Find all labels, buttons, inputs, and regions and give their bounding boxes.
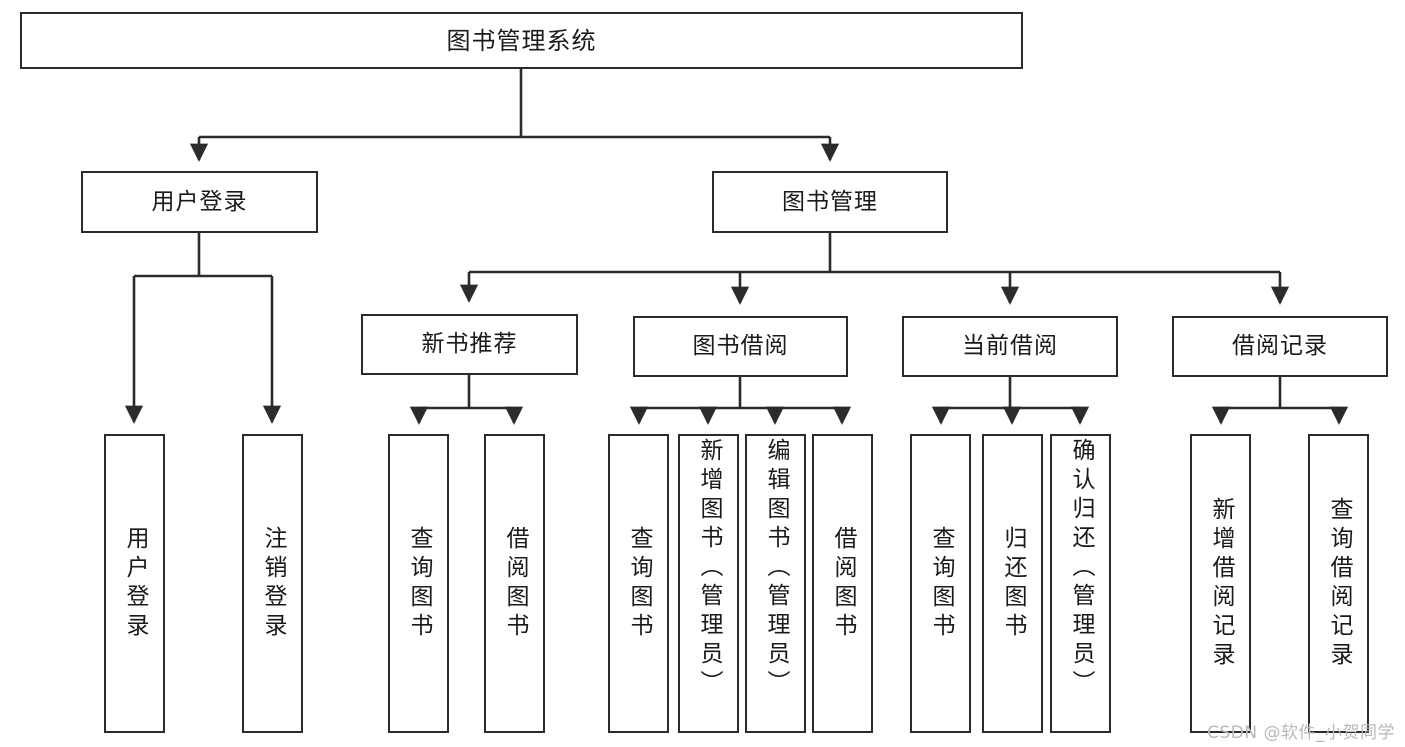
node-label: 用户登录 — [122, 525, 148, 642]
node-label: 图书管理 — [782, 188, 878, 215]
leaf-user-login-signout[interactable]: 注销登录 — [242, 434, 303, 733]
leaf-new-book-query-books[interactable]: 查询图书 — [388, 434, 449, 733]
leaf-new-book-borrow-books[interactable]: 借阅图书 — [484, 434, 545, 733]
node-label: 新增图书（管理员） — [696, 438, 722, 699]
node-label: 图书借阅 — [692, 333, 789, 359]
node-label: 确认归还（管理员） — [1068, 438, 1094, 699]
leaf-current-borrow-query-books[interactable]: 查询图书 — [910, 434, 971, 733]
csdn-watermark: CSDN @软件_小贺同学 — [1207, 723, 1395, 743]
node-book-management-system[interactable]: 图书管理系统 — [20, 12, 1023, 69]
node-current-borrowing[interactable]: 当前借阅 — [902, 316, 1118, 377]
node-label: 注销登录 — [260, 525, 286, 642]
node-book-borrowing[interactable]: 图书借阅 — [633, 316, 848, 377]
leaf-borrow-record-query-record[interactable]: 查询借阅记录 — [1308, 434, 1369, 733]
node-label: 用户登录 — [151, 188, 248, 215]
leaf-current-borrow-confirm-return-admin[interactable]: 确认归还（管理员） — [1050, 434, 1111, 733]
leaf-book-borrow-borrow-books[interactable]: 借阅图书 — [812, 434, 873, 733]
leaf-book-borrow-query-books[interactable]: 查询图书 — [608, 434, 669, 733]
node-label: 查询借阅记录 — [1326, 496, 1352, 671]
node-label: 新书推荐 — [421, 331, 518, 357]
node-user-login[interactable]: 用户登录 — [81, 171, 318, 233]
node-label: 借阅记录 — [1232, 333, 1328, 359]
node-book-management[interactable]: 图书管理 — [712, 171, 948, 233]
node-label: 查询图书 — [928, 525, 954, 642]
leaf-borrow-record-add-record[interactable]: 新增借阅记录 — [1190, 434, 1251, 733]
node-new-book-recommendation[interactable]: 新书推荐 — [361, 314, 578, 375]
node-label: 查询图书 — [626, 525, 652, 642]
leaf-book-borrow-add-book-admin[interactable]: 新增图书（管理员） — [678, 434, 739, 733]
node-label: 图书管理系统 — [446, 26, 597, 55]
leaf-book-borrow-edit-book-admin[interactable]: 编辑图书（管理员） — [745, 434, 806, 733]
node-label: 借阅图书 — [830, 525, 856, 642]
node-label: 借阅图书 — [502, 525, 528, 642]
leaf-current-borrow-return-books[interactable]: 归还图书 — [982, 434, 1043, 733]
node-label: 归还图书 — [1000, 525, 1026, 642]
node-label: 新增借阅记录 — [1208, 496, 1234, 671]
node-label: 编辑图书（管理员） — [763, 438, 789, 699]
node-borrowing-record[interactable]: 借阅记录 — [1172, 316, 1388, 377]
node-label: 查询图书 — [406, 525, 432, 642]
node-label: 当前借阅 — [962, 333, 1058, 359]
leaf-user-login-signin[interactable]: 用户登录 — [104, 434, 165, 733]
